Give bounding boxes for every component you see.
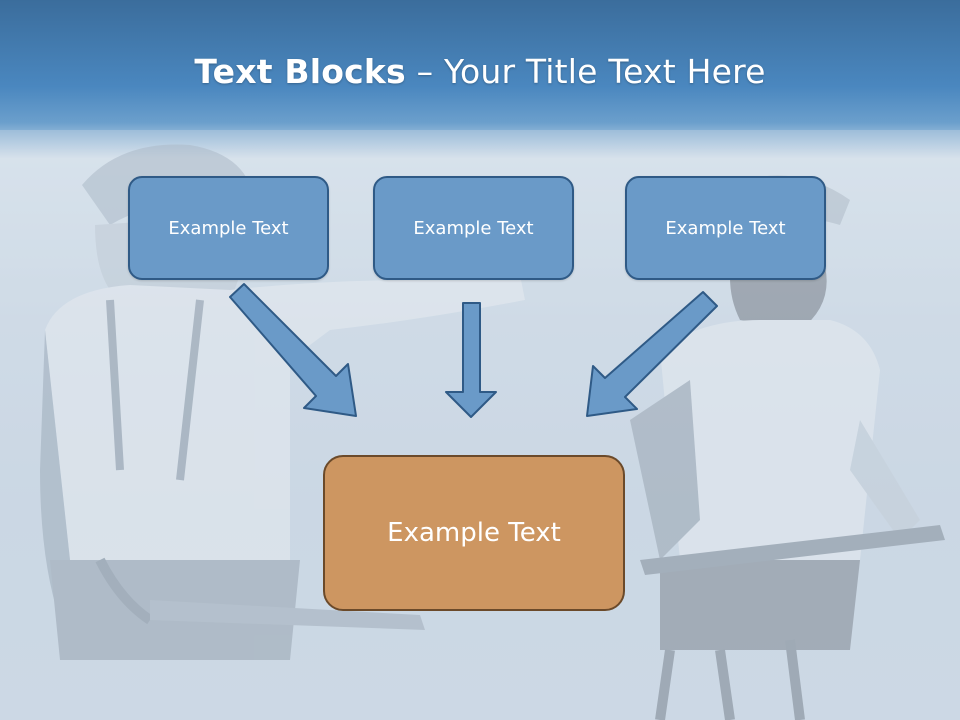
text-block-top-right[interactable]: Example Text — [625, 176, 826, 280]
text-block-bottom-label: Example Text — [387, 518, 561, 548]
text-block-bottom[interactable]: Example Text — [323, 455, 625, 611]
title-rest-text: Your Title Text Here — [443, 52, 766, 91]
title-separator: – — [405, 52, 444, 91]
text-block-top-left[interactable]: Example Text — [128, 176, 329, 280]
title-bold-text: Text Blocks — [194, 52, 406, 91]
text-block-label: Example Text — [168, 217, 289, 239]
text-block-top-center[interactable]: Example Text — [373, 176, 574, 280]
text-block-label: Example Text — [413, 217, 534, 239]
slide-title: Text Blocks – Your Title Text Here — [0, 52, 960, 91]
text-block-label: Example Text — [665, 217, 786, 239]
